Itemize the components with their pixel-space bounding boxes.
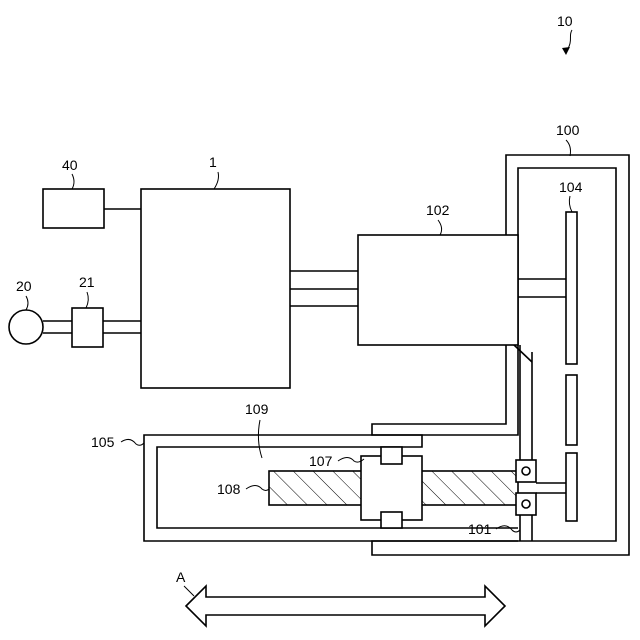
label-40-leader <box>72 174 74 189</box>
label-20: 20 <box>16 278 32 294</box>
label-10-arrowhead <box>562 47 570 55</box>
slider-107 <box>361 456 422 520</box>
motor-20 <box>9 310 43 344</box>
label-107-leader <box>338 458 364 463</box>
bearing-101-bottom <box>516 493 536 515</box>
label-a-leader <box>184 586 194 596</box>
link-102-rod <box>514 345 532 362</box>
controller-1 <box>141 189 290 388</box>
part-104-segment-bottom <box>566 453 577 521</box>
label-100-leader <box>566 140 571 156</box>
direction-arrow-a <box>186 586 505 626</box>
label-10: 10 <box>557 13 573 29</box>
label-104: 104 <box>559 179 583 195</box>
label-102: 102 <box>426 202 450 218</box>
part-104-segment-middle <box>566 375 577 445</box>
label-108: 108 <box>217 481 241 497</box>
label-104-leader <box>569 196 572 212</box>
slider-107-roller-bottom <box>381 512 402 528</box>
label-109: 109 <box>245 401 269 417</box>
bearing-101-top <box>516 460 536 482</box>
unit-40 <box>43 189 104 228</box>
part-104-segment-top <box>566 212 577 364</box>
label-20-leader <box>26 296 28 310</box>
label-105: 105 <box>91 434 115 450</box>
label-107: 107 <box>309 453 333 469</box>
label-102-leader <box>438 220 442 235</box>
label-a: A <box>176 569 186 585</box>
label-109-leader <box>258 420 262 458</box>
label-21-leader <box>86 292 88 308</box>
part-102 <box>358 235 518 345</box>
label-101: 101 <box>468 521 492 537</box>
label-108-leader <box>246 486 269 491</box>
label-40: 40 <box>62 157 78 173</box>
label-100: 100 <box>556 122 580 138</box>
label-1-leader <box>214 172 219 189</box>
slider-107-roller-top <box>381 447 402 464</box>
label-21: 21 <box>79 274 95 290</box>
label-105-leader <box>121 439 144 445</box>
coupling-21 <box>72 308 103 347</box>
label-1: 1 <box>209 154 217 170</box>
label-101-leader <box>496 526 520 532</box>
